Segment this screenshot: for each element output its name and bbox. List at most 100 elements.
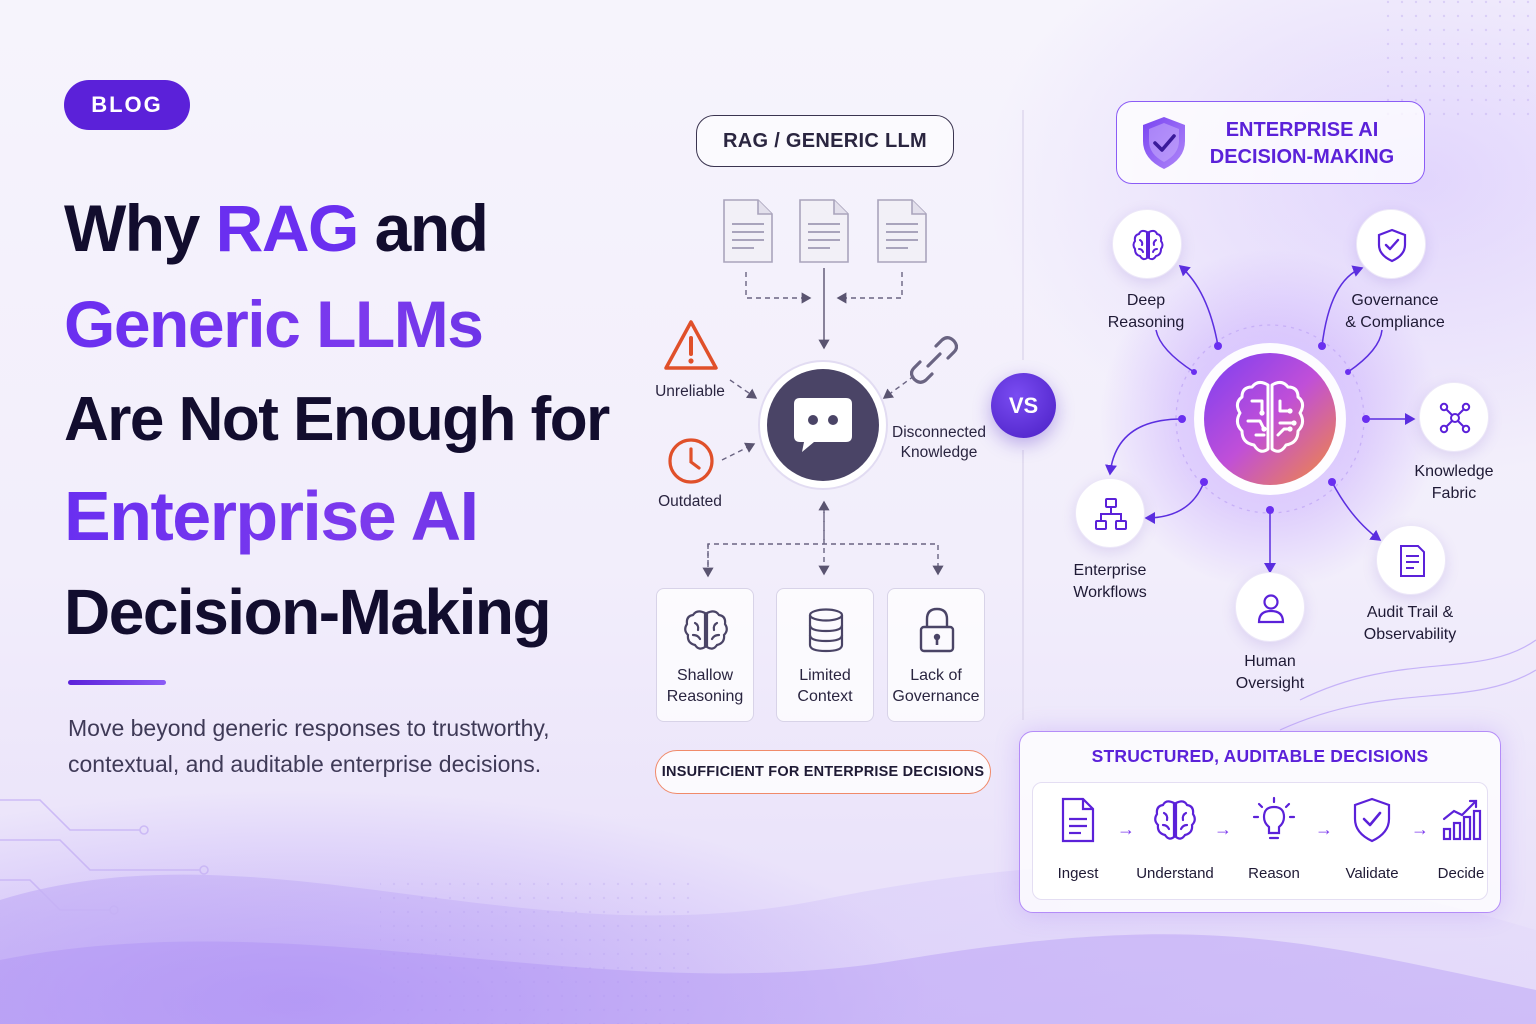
step-decide: Decide xyxy=(1416,783,1506,901)
lock-icon xyxy=(919,607,955,653)
decision-flow-steps: Ingest → Understand → xyxy=(1032,782,1488,900)
card-shallow-text: Shallow Reasoning xyxy=(657,665,753,707)
node-knowledge-label: Knowledge Fabric xyxy=(1400,461,1508,505)
document-icon xyxy=(799,199,849,263)
node-deep-reasoning-label: Deep Reasoning xyxy=(1090,290,1202,334)
card-governance-line-2: Governance xyxy=(892,688,980,705)
issue-disconnected-label: Disconnected Knowledge xyxy=(888,423,990,463)
step-reason: Reason xyxy=(1229,783,1319,901)
rag-header: RAG / GENERIC LLM xyxy=(696,115,954,167)
node-deep-line-2: Reasoning xyxy=(1107,314,1185,331)
enterprise-header-line-1: ENTERPRISE AI xyxy=(1225,119,1379,141)
brain-icon xyxy=(684,610,728,650)
flow-arrow-icon: → xyxy=(1315,819,1333,839)
document-icon xyxy=(723,199,773,263)
node-kf-line-1: Knowledge xyxy=(1414,463,1494,480)
node-audit-label: Audit Trail & Observability xyxy=(1344,602,1476,646)
headline-line-5: Decision-Making xyxy=(64,576,552,648)
step-reason-label: Reason xyxy=(1248,865,1300,882)
step-validate-label: Validate xyxy=(1345,865,1399,882)
blog-badge: BLOG xyxy=(64,80,190,130)
flow-arrow-icon: → xyxy=(1411,819,1429,839)
card-shallow-reasoning: Shallow Reasoning xyxy=(656,588,754,722)
node-knowledge-fabric xyxy=(1419,382,1489,452)
vs-badge: VS xyxy=(991,373,1056,438)
headline-rag: RAG xyxy=(215,191,360,265)
growth-chart-icon xyxy=(1442,799,1482,841)
clock-icon xyxy=(668,438,714,484)
decision-flow-panel: STRUCTURED, AUDITABLE DECISIONS Ingest → xyxy=(1019,731,1501,913)
enterprise-header: ENTERPRISE AI DECISION-MAKING xyxy=(1116,101,1425,184)
report-icon xyxy=(1400,545,1425,577)
node-ew-line-1: Enterprise xyxy=(1073,562,1147,579)
card-shallow-line-1: Shallow xyxy=(676,667,734,684)
card-limited-line-1: Limited xyxy=(799,667,851,684)
shield-check-icon xyxy=(1143,117,1185,169)
brain-icon xyxy=(1154,800,1196,840)
subtitle: Move beyond generic responses to trustwo… xyxy=(68,715,550,777)
card-governance-line-1: Lack of xyxy=(910,667,962,684)
broken-link-icon xyxy=(910,336,958,384)
node-ho-line-2: Oversight xyxy=(1235,675,1305,692)
node-at-line-2: Observability xyxy=(1363,626,1457,643)
headline-line-3: Are Not Enough for xyxy=(64,385,610,454)
node-deep-line-1: Deep xyxy=(1126,292,1166,309)
document-icon xyxy=(877,199,927,263)
brain-icon xyxy=(1132,229,1164,261)
issue-disconnected-line-2: Knowledge xyxy=(900,444,978,461)
node-kf-line-2: Fabric xyxy=(1431,485,1477,502)
workflow-icon xyxy=(1095,498,1127,530)
document-icon xyxy=(1061,797,1095,843)
user-icon xyxy=(1257,594,1285,624)
node-ho-line-1: Human xyxy=(1244,653,1296,670)
brain-circuit-icon xyxy=(1235,380,1305,453)
shield-check-icon xyxy=(1353,797,1391,843)
flow-arrow-icon: → xyxy=(1117,819,1135,839)
shield-check-icon xyxy=(1377,228,1407,263)
enterprise-header-line-2: DECISION-MAKING xyxy=(1209,146,1395,168)
step-validate: Validate xyxy=(1327,783,1417,901)
insufficient-verdict: INSUFFICIENT FOR ENTERPRISE DECISIONS xyxy=(655,750,991,794)
node-ew-line-2: Workflows xyxy=(1073,584,1147,601)
headline-and: and xyxy=(357,191,489,265)
network-icon xyxy=(1439,402,1471,434)
node-at-line-1: Audit Trail & xyxy=(1366,604,1454,621)
node-deep-reasoning xyxy=(1112,209,1182,279)
card-shallow-line-2: Reasoning xyxy=(666,688,744,705)
step-decide-label: Decide xyxy=(1437,865,1485,882)
issue-outdated-label: Outdated xyxy=(658,493,722,510)
chat-bubble-icon xyxy=(758,360,888,490)
issue-disconnected-line-1: Disconnected xyxy=(892,424,986,441)
warning-triangle-icon xyxy=(664,320,718,370)
headline-line-2: Generic LLMs xyxy=(64,276,624,372)
headline: Why RAG and Generic LLMs Are Not Enough … xyxy=(64,180,624,660)
card-lack-of-governance: Lack of Governance xyxy=(887,588,985,722)
headline-why: Why xyxy=(64,191,216,265)
title-divider xyxy=(68,680,166,685)
decision-flow-title: STRUCTURED, AUDITABLE DECISIONS xyxy=(1091,746,1429,766)
database-icon xyxy=(808,608,844,653)
card-limited-line-2: Context xyxy=(797,688,853,705)
card-limited-context: Limited Context xyxy=(776,588,874,722)
node-gov-line-1: Governance xyxy=(1351,292,1439,309)
card-governance-text: Lack of Governance xyxy=(888,665,984,707)
flow-arrow-icon: → xyxy=(1214,819,1232,839)
step-understand: Understand xyxy=(1130,783,1220,901)
step-ingest: Ingest xyxy=(1033,783,1123,901)
node-gov-line-2: & Compliance xyxy=(1345,314,1445,331)
headline-line-1: Why RAG and xyxy=(64,180,624,276)
node-audit-trail xyxy=(1376,525,1446,595)
issue-unreliable-label: Unreliable xyxy=(655,383,725,400)
step-understand-label: Understand xyxy=(1136,865,1214,882)
node-governance-label: Governance & Compliance xyxy=(1330,290,1460,334)
step-ingest-label: Ingest xyxy=(1057,865,1099,882)
node-enterprise-workflows xyxy=(1075,478,1145,548)
node-workflows-label: Enterprise Workflows xyxy=(1054,560,1166,604)
node-governance-compliance xyxy=(1356,209,1426,279)
lightbulb-icon xyxy=(1252,796,1296,840)
node-human-oversight xyxy=(1235,572,1305,642)
headline-line-4: Enterprise AI xyxy=(64,468,624,564)
